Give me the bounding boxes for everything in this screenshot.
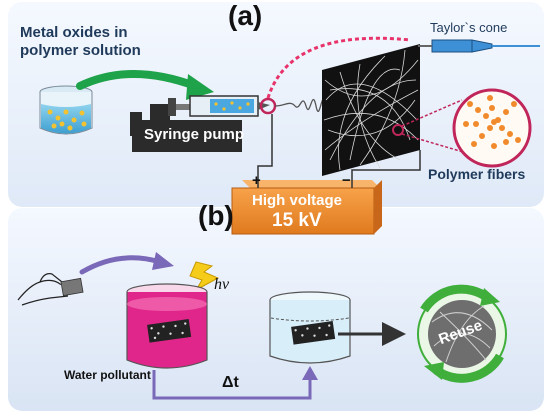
delta-t-label: Δt	[222, 374, 239, 391]
fiber-collector	[322, 44, 420, 176]
lightning-icon	[189, 261, 220, 292]
hand-holding-sample	[17, 273, 71, 306]
wire-negative	[351, 150, 421, 188]
zoom-arc-taylor	[266, 36, 411, 99]
fiber-jet	[274, 98, 327, 113]
metal-oxides-label-line2: polymer solution	[20, 42, 141, 59]
voltage-label-line2: 15 kV	[272, 210, 322, 231]
purple-immerse-arrow	[79, 255, 163, 275]
panel-b-letter: (b)	[198, 200, 234, 231]
high-voltage-supply	[231, 180, 382, 235]
water-pollutant-label: Water pollutant	[64, 368, 151, 382]
polymer-fibers-label: Polymer fibers	[428, 166, 526, 182]
fiber-zoom-highlight	[392, 124, 404, 136]
pollutant-beaker	[126, 283, 208, 369]
elapsed-time-path	[152, 370, 312, 400]
negative-terminal-label: −	[342, 172, 351, 189]
taylor-cone-label: Taylor`s cone	[430, 20, 508, 35]
taylor-cone-device	[418, 39, 540, 53]
wire-positive	[257, 114, 273, 188]
metal-oxides-label-line1: Metal oxides in	[20, 24, 128, 41]
positive-terminal-label: +	[252, 172, 261, 189]
panel-a-letter: (a)	[228, 0, 263, 31]
voltage-label-line1: High voltage	[252, 192, 343, 209]
polymer-fiber-zoom	[452, 88, 532, 168]
solution-beaker	[39, 85, 93, 135]
green-transfer-arrow	[76, 70, 199, 90]
reuse-icon	[417, 284, 507, 383]
hv-label: hv	[214, 276, 230, 293]
clean-water-beaker	[269, 291, 351, 364]
syringe-pump-label: Syringe pump	[144, 126, 245, 143]
syringe-pump-device	[130, 95, 270, 152]
